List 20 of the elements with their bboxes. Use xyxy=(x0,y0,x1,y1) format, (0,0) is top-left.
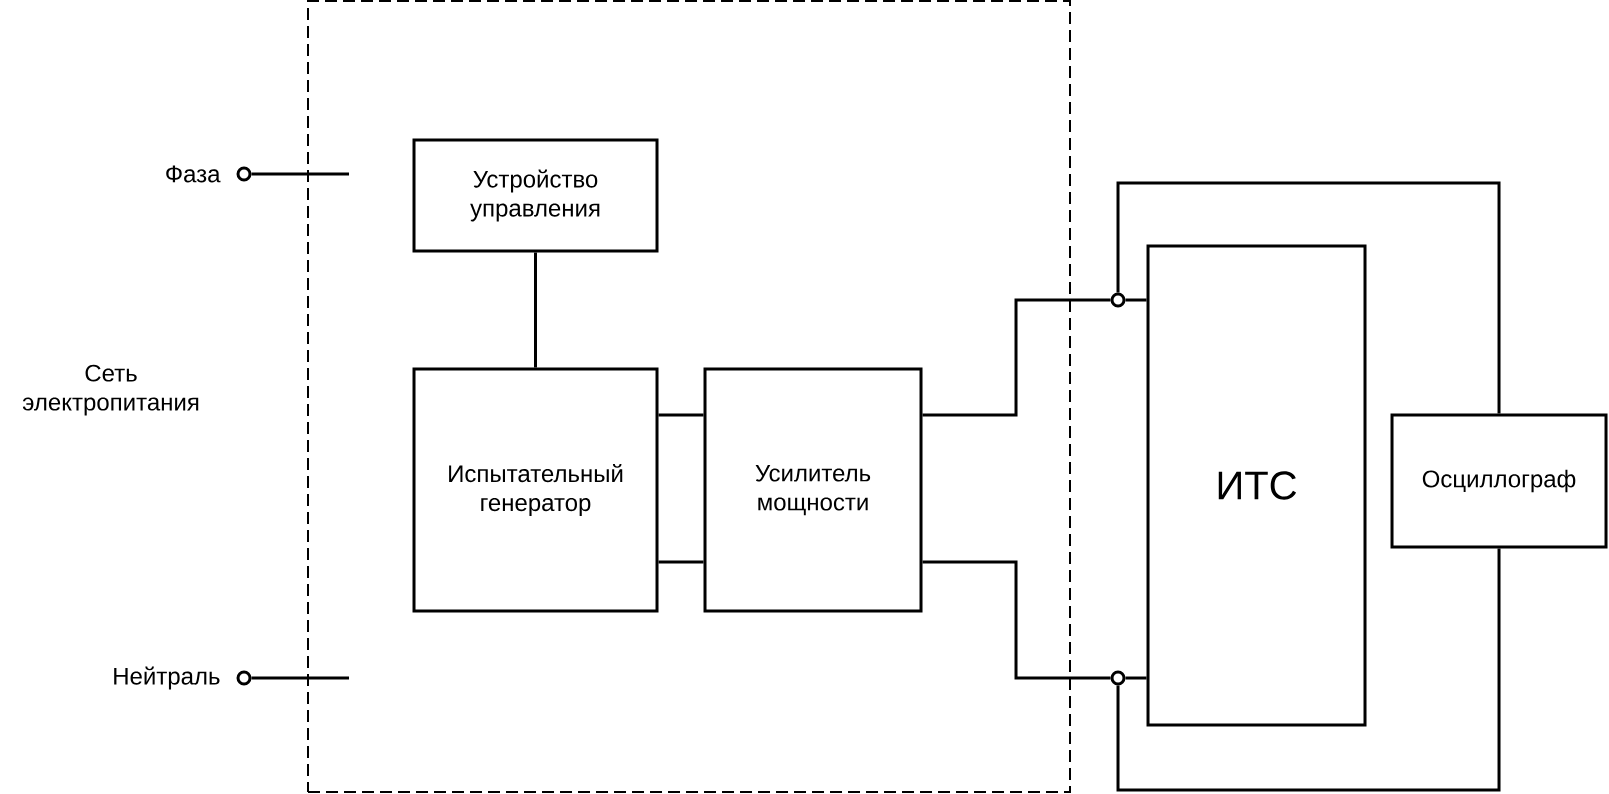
block-box: ИТС xyxy=(1146,244,1367,727)
terminal-label: Нейтраль xyxy=(114,666,220,690)
wire xyxy=(251,172,349,176)
wire xyxy=(1116,548,1501,792)
network-label: Сеть электропитания xyxy=(22,364,199,416)
wire xyxy=(658,413,704,417)
wire xyxy=(1116,181,1501,414)
block-box: Усилитель мощности xyxy=(703,367,923,613)
wire xyxy=(1125,676,1147,680)
wire xyxy=(658,560,704,564)
block-box: Осциллограф xyxy=(1390,413,1608,549)
wire xyxy=(534,252,537,368)
wire xyxy=(922,298,1111,417)
wire xyxy=(1125,298,1147,302)
dashed-frame xyxy=(307,0,1071,793)
terminal-label: Фаза xyxy=(166,165,221,183)
wire xyxy=(922,560,1111,680)
block-box: Испытательный генератор xyxy=(412,367,659,613)
wire xyxy=(251,676,349,680)
block-box: Устройство управления xyxy=(412,138,659,253)
